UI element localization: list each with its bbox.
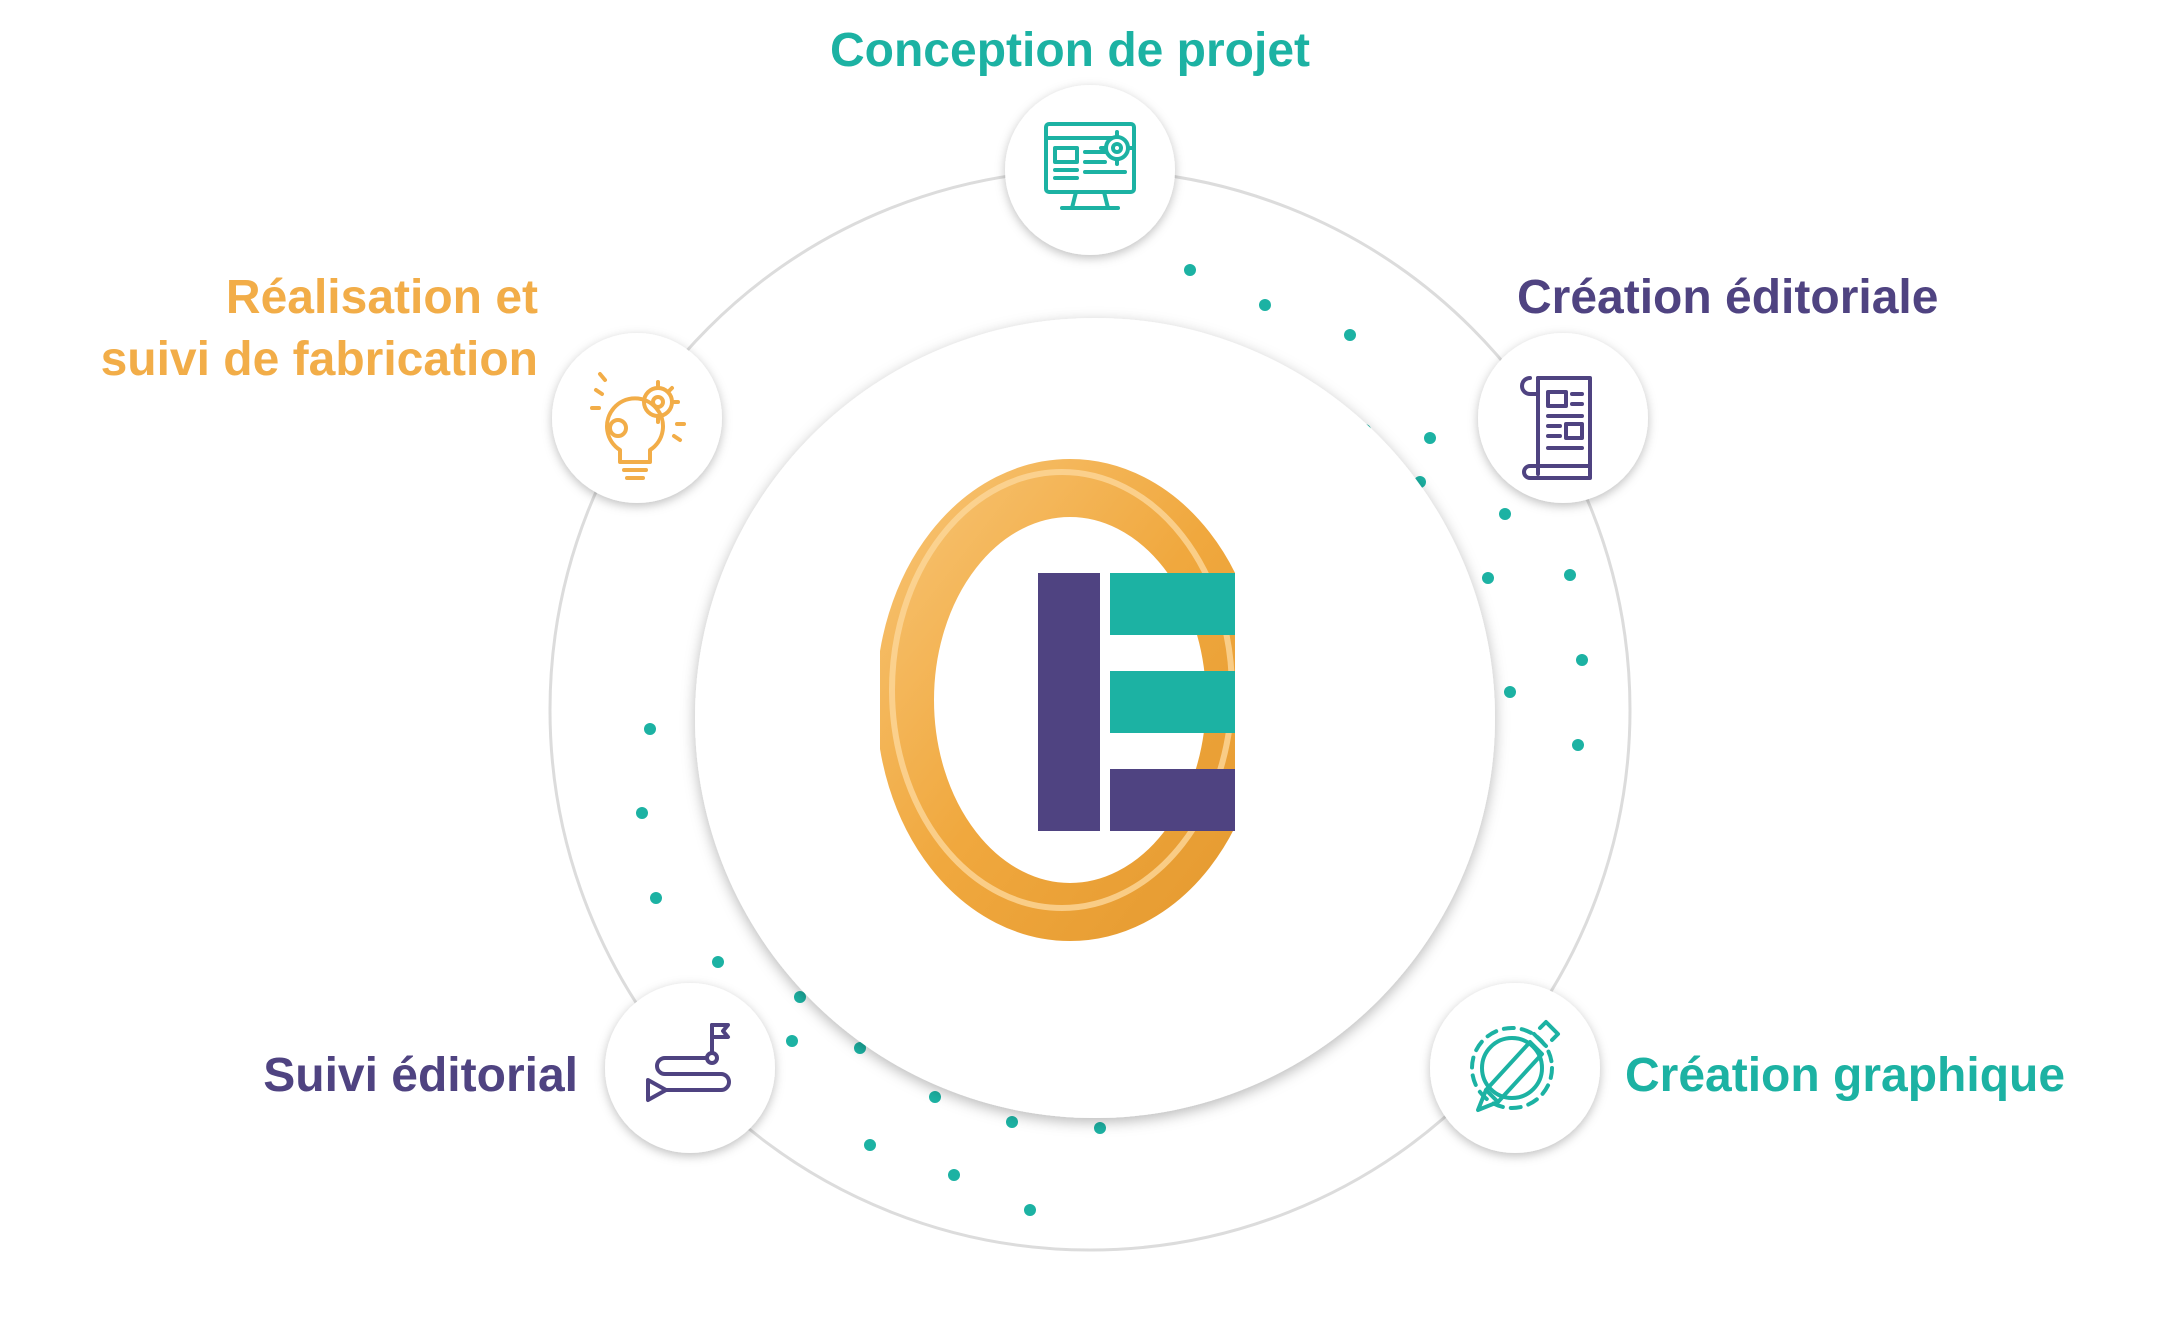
step-label-suivi-editorial: Suivi éditorial <box>263 1049 578 1102</box>
logo-bar-top <box>1110 573 1235 635</box>
node-creation-editoriale[interactable] <box>1478 333 1648 503</box>
dot <box>636 807 648 819</box>
dot <box>644 723 656 735</box>
document-scroll-icon <box>1520 376 1592 480</box>
dot <box>864 1139 876 1151</box>
node-conception[interactable] <box>1005 85 1175 255</box>
dot <box>1094 1122 1106 1134</box>
dot <box>1499 508 1511 520</box>
dot <box>712 956 724 968</box>
dot <box>1482 572 1494 584</box>
step-label-creation-editoriale: Création éditoriale <box>1517 271 1939 324</box>
pencil-gear-icon <box>1470 1020 1560 1112</box>
step-label-realisation-line2: suivi de fabrication <box>100 333 538 386</box>
step-label-realisation: Réalisation et suivi de fabrication <box>101 267 538 391</box>
node-creation-graphique[interactable] <box>1430 983 1600 1153</box>
logo-bar-bottom <box>1110 769 1235 831</box>
dot <box>948 1169 960 1181</box>
step-label-realisation-line1: Réalisation et <box>225 271 538 324</box>
dot <box>1344 329 1356 341</box>
route-flag-icon <box>646 1023 731 1102</box>
dot <box>1504 686 1516 698</box>
dot <box>1006 1116 1018 1128</box>
step-label-creation-graphique: Création graphique <box>1625 1049 2066 1102</box>
lightbulb-gears-icon <box>590 372 686 480</box>
node-suivi-editorial[interactable] <box>605 983 775 1153</box>
dot <box>786 1035 798 1047</box>
dot <box>929 1091 941 1103</box>
dot <box>1424 432 1436 444</box>
dot <box>1024 1204 1036 1216</box>
ce-logo <box>880 459 1235 941</box>
dot <box>794 991 806 1003</box>
logo-bar-middle <box>1110 671 1235 733</box>
monitor-gear-icon <box>1044 122 1136 210</box>
dot <box>650 892 662 904</box>
logo-vertical-bar <box>1038 573 1100 831</box>
dot <box>1184 264 1196 276</box>
step-label-conception: Conception de projet <box>830 24 1310 77</box>
dot <box>1576 654 1588 666</box>
dot <box>854 1042 866 1054</box>
dot <box>1572 739 1584 751</box>
node-realisation[interactable] <box>552 333 722 503</box>
dot <box>1259 299 1271 311</box>
dot <box>1564 569 1576 581</box>
